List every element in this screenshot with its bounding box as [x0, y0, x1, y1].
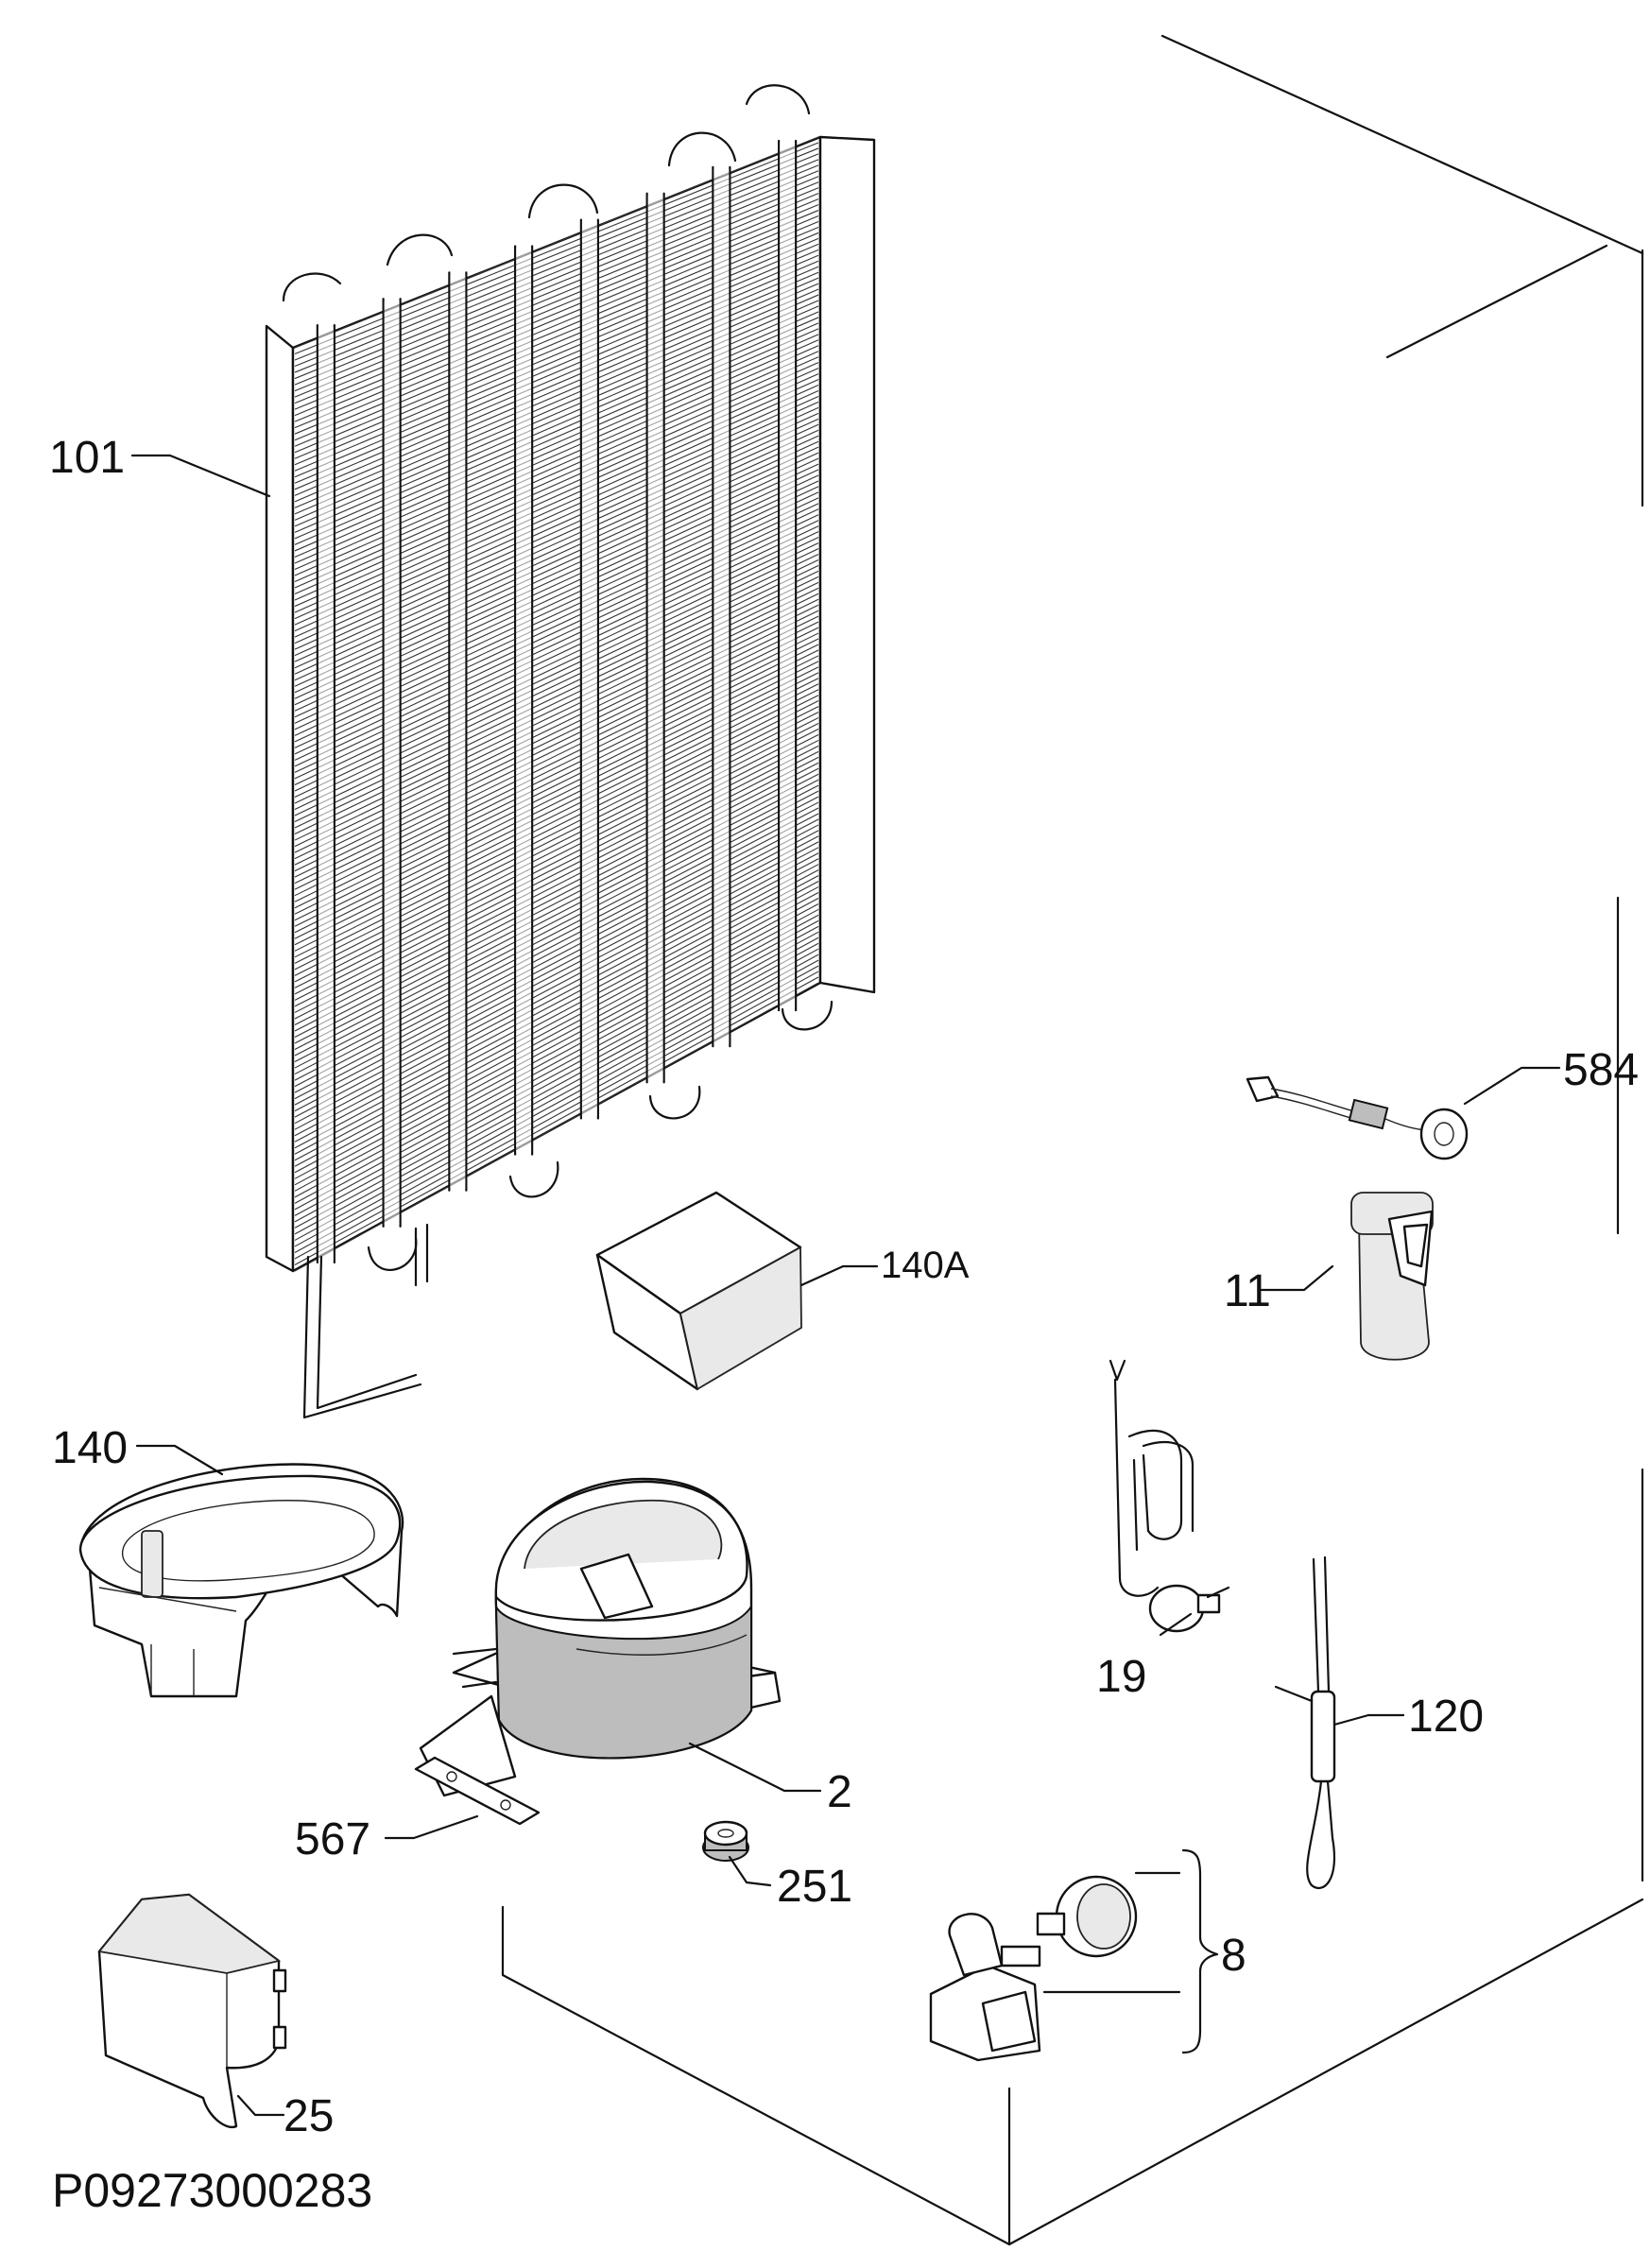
label-11: 11 — [1224, 1266, 1271, 1316]
compressor — [419, 1477, 782, 1797]
drawing-code: P09273000283 — [52, 2164, 372, 2217]
label-19: 19 — [1096, 1652, 1146, 1702]
label-8: 8 — [1221, 1931, 1246, 1981]
label-567: 567 — [295, 1814, 370, 1864]
relay-11 — [1350, 1192, 1434, 1361]
label-251: 251 — [777, 1862, 852, 1912]
leader-lines — [130, 454, 1561, 2117]
cover-25 — [97, 1893, 287, 2129]
label-2: 2 — [827, 1767, 852, 1817]
mounting-plate-567 — [414, 1756, 541, 1826]
label-101: 101 — [49, 433, 125, 483]
label-140a: 140A — [881, 1245, 970, 1286]
label-25: 25 — [284, 2091, 334, 2141]
cabinet-outline — [501, 34, 1644, 2246]
condenser — [265, 84, 876, 1419]
grommet-251 — [702, 1820, 749, 1862]
heater-120 — [1274, 1555, 1336, 1890]
box-140a — [595, 1191, 802, 1391]
protector-set-8 — [929, 1875, 1138, 2062]
sensor-584 — [1246, 1075, 1469, 1160]
tray-140 — [78, 1463, 404, 1698]
label-120: 120 — [1408, 1692, 1484, 1742]
power-cord-19 — [1109, 1359, 1230, 1633]
label-140: 140 — [52, 1423, 128, 1473]
part-labels: 101 584 140A 11 140 19 120 2 567 251 8 2… — [49, 433, 1639, 2217]
label-584: 584 — [1563, 1045, 1639, 1095]
